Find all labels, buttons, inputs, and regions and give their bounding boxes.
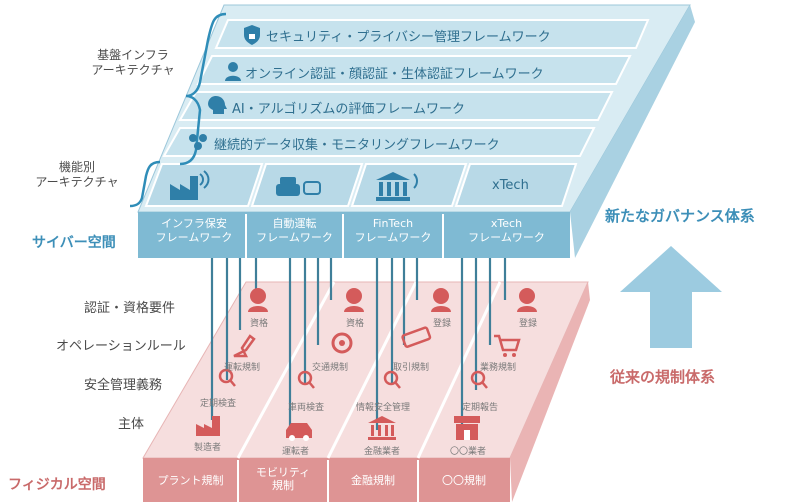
factory-icon: [196, 416, 220, 436]
up-arrow-icon: [620, 246, 722, 348]
infra-architecture-label: 基盤インフラ アーキテクチャ: [91, 48, 175, 77]
framework-autonomous: 自動運転 フレームワーク: [256, 217, 333, 244]
cyber-layer-bar: [214, 19, 650, 49]
tiny-label: 定期検査: [200, 399, 237, 409]
physical-front-face: [143, 458, 510, 502]
cyber-layer-bar: [178, 91, 614, 121]
car-icon: [286, 423, 312, 441]
functional-architecture-label: 機能別 アーキテクチャ: [35, 160, 119, 189]
connector-lines: [210, 258, 507, 430]
store-icon: [454, 416, 480, 440]
tiny-label: 金融業者: [364, 447, 401, 457]
layer-ai: AI・アルゴリズムの評価フレームワーク: [232, 102, 465, 117]
tiny-label: 情報安全管理: [356, 403, 411, 413]
tiny-label: 〇〇業者: [450, 447, 487, 457]
side-label-subject: 主体: [118, 417, 145, 432]
reg-plant: プラント規制: [157, 474, 224, 487]
cyber-space-title: サイバー空間: [32, 235, 116, 251]
cyber-right-side: [570, 5, 695, 258]
cyber-tile: [454, 163, 578, 207]
side-label-safety: 安全管理義務: [84, 378, 163, 393]
ai-head-icon: [208, 96, 227, 114]
tiny-label: 運転者: [282, 447, 310, 457]
factory-icon: [170, 170, 210, 200]
money-icon: [401, 326, 432, 348]
tiny-label: 業務規制: [480, 363, 517, 373]
car-icon: [276, 177, 321, 196]
physical-space-title: フィジカル空間: [8, 477, 106, 493]
side-label-certification: 認証・資格要件: [84, 301, 176, 316]
func-bracket: [129, 160, 161, 208]
tiny-label: 運転規制: [224, 363, 261, 373]
magnifier-icon: [218, 368, 488, 389]
reg-mobility: モビリティ 規制: [255, 466, 311, 493]
physical-right-side: [510, 282, 590, 502]
cyber-front-face: [138, 212, 570, 258]
tiny-label: 定期報告: [462, 403, 499, 413]
tiny-label: 登録: [519, 319, 538, 329]
layer-authentication: オンライン認証・顔認証・生体認証フレームワーク: [245, 67, 544, 82]
layer-data: 継続的データ収集・モニタリングフレームワーク: [214, 138, 500, 153]
bank-icon: [368, 416, 396, 440]
cart-icon: [494, 334, 521, 357]
reg-finance: 金融規制: [351, 474, 395, 487]
old-regulation-label: 従来の規制体系: [610, 368, 716, 386]
reg-other: 〇〇規制: [442, 474, 486, 487]
infra-bracket: [179, 12, 227, 166]
side-label-operation: オペレーションルール: [56, 339, 186, 354]
cyber-layer-bar: [162, 127, 596, 157]
tiny-label: 製造者: [194, 443, 222, 453]
framework-xtech: xTech フレームワーク: [468, 217, 545, 244]
tile-xtech-label: xTech: [492, 178, 529, 193]
new-governance-label: 新たなガバナンス体系: [605, 207, 755, 225]
robot-arm-icon: [233, 334, 256, 358]
tiny-label: 登録: [433, 319, 452, 329]
framework-fintech: FinTech フレームワーク: [354, 217, 432, 244]
tiny-label: 車両検査: [288, 403, 325, 413]
steering-wheel-icon: [331, 332, 353, 354]
person-badge-icon: [248, 288, 537, 312]
tiny-label: 資格: [250, 319, 269, 329]
tiny-label: 交通規制: [312, 363, 349, 373]
framework-infra: インフラ保安 フレームワーク: [155, 217, 233, 244]
tiny-label: 取引規制: [393, 363, 430, 373]
shield-lock-icon: [244, 25, 260, 45]
person-icon: [225, 62, 241, 81]
tiny-label: 資格: [346, 319, 365, 329]
cyber-tile: [144, 163, 264, 207]
layer-security: セキュリティ・プライバシー管理フレームワーク: [266, 30, 551, 45]
bank-icon: [376, 172, 418, 201]
cyber-tile: [250, 163, 364, 207]
data-people-icon: [189, 134, 207, 150]
